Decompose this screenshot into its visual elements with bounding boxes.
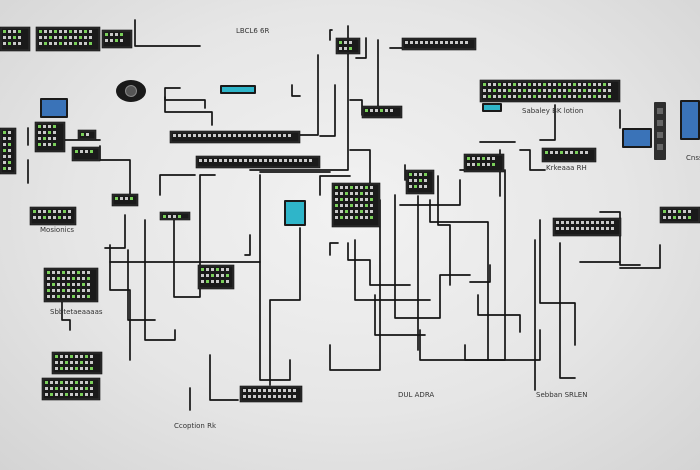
cable-7 bbox=[377, 39, 386, 109]
label-left-middle: Mosionics bbox=[40, 226, 74, 234]
cable-51 bbox=[539, 104, 556, 141]
patch-panel-icon bbox=[195, 155, 321, 169]
cable-37 bbox=[539, 219, 576, 346]
router-icon bbox=[463, 153, 505, 173]
patch-panel-icon bbox=[479, 79, 621, 103]
cable-59 bbox=[437, 175, 451, 286]
rack-switch-icon bbox=[51, 351, 103, 375]
cable-13 bbox=[99, 145, 131, 196]
router-icon bbox=[71, 146, 101, 162]
cable-25 bbox=[329, 242, 339, 256]
label-left-lower: Sbbtetaeaaaas bbox=[50, 308, 103, 316]
cable-26 bbox=[347, 242, 411, 286]
cable-27 bbox=[354, 239, 431, 301]
cable-24 bbox=[269, 227, 301, 386]
cable-49 bbox=[619, 244, 661, 269]
cable-35 bbox=[519, 149, 546, 171]
audio-mixer-icon bbox=[197, 264, 235, 290]
cable-layer bbox=[27, 19, 661, 411]
cable-30 bbox=[399, 179, 461, 206]
label-bottom-right: Sebban SRLEN bbox=[536, 391, 587, 399]
cable-22 bbox=[259, 174, 291, 381]
cable-20 bbox=[173, 214, 201, 298]
cable-3 bbox=[329, 29, 333, 41]
patch-panel-icon bbox=[552, 217, 622, 237]
patch-panel-icon bbox=[239, 385, 303, 403]
cable-56 bbox=[61, 299, 71, 331]
cable-11 bbox=[349, 99, 363, 116]
cable-12 bbox=[164, 96, 213, 126]
router-icon bbox=[77, 129, 97, 141]
cable-19 bbox=[144, 219, 176, 341]
cable-41 bbox=[419, 329, 541, 361]
cable-40 bbox=[477, 294, 521, 333]
label-bottom-center: DUL ADRA bbox=[398, 391, 434, 399]
cable-44 bbox=[127, 249, 156, 321]
cable-18 bbox=[109, 244, 131, 361]
label-right-upper: Sabaley BK lotion bbox=[522, 107, 583, 115]
label-right-middle: Krkeaaa RH bbox=[546, 164, 587, 172]
cable-6 bbox=[355, 37, 367, 59]
cable-4 bbox=[294, 54, 319, 136]
rack-switch-icon bbox=[659, 206, 700, 224]
server-icon bbox=[0, 127, 17, 175]
rack-switch-icon bbox=[335, 37, 361, 55]
audio-mixer-icon bbox=[43, 267, 99, 303]
patch-panel-icon bbox=[401, 37, 477, 51]
cable-5 bbox=[249, 25, 349, 171]
patch-panel-icon bbox=[35, 26, 101, 52]
monitor-icon bbox=[622, 128, 652, 148]
monitor-icon bbox=[40, 98, 68, 118]
cable-1 bbox=[134, 19, 201, 47]
label-far-right: Cnss bbox=[686, 154, 700, 162]
tablet-icon bbox=[220, 85, 256, 94]
cable-55 bbox=[159, 174, 196, 196]
tablet-icon bbox=[482, 103, 502, 112]
cable-38 bbox=[559, 242, 576, 379]
patch-panel-icon bbox=[541, 147, 597, 163]
cable-53 bbox=[349, 149, 371, 186]
cable-21 bbox=[199, 174, 216, 266]
server-icon bbox=[331, 182, 381, 228]
cable-42 bbox=[374, 294, 426, 336]
cable-60 bbox=[469, 264, 491, 283]
cable-2 bbox=[164, 87, 206, 109]
device-layer bbox=[0, 26, 700, 403]
tablet-icon bbox=[111, 193, 139, 207]
cable-9 bbox=[291, 84, 301, 97]
cable-28 bbox=[329, 199, 381, 371]
rack-switch-icon bbox=[361, 105, 403, 119]
tablet-icon bbox=[284, 200, 306, 226]
camera-icon bbox=[116, 80, 146, 102]
monitor-icon bbox=[680, 100, 700, 140]
patch-panel-icon bbox=[169, 130, 301, 144]
server-icon bbox=[654, 102, 666, 160]
cable-47 bbox=[599, 211, 641, 266]
label-top-center: LBCL6 6R bbox=[236, 27, 269, 35]
label-bottom-left: Ccoption Rk bbox=[174, 422, 217, 430]
router-icon bbox=[405, 169, 435, 195]
cable-57 bbox=[244, 234, 251, 256]
rack-switch-icon bbox=[159, 211, 191, 221]
cable-32 bbox=[429, 199, 489, 361]
rack-switch-icon bbox=[101, 29, 133, 49]
cable-10 bbox=[319, 84, 336, 137]
server-icon bbox=[34, 121, 66, 153]
cable-17 bbox=[104, 214, 126, 249]
cable-36 bbox=[464, 169, 506, 361]
rack-switch-icon bbox=[0, 26, 31, 52]
router-icon bbox=[29, 206, 77, 226]
cable-58 bbox=[319, 175, 351, 196]
cable-46 bbox=[209, 354, 239, 401]
audio-mixer-icon bbox=[41, 377, 101, 401]
